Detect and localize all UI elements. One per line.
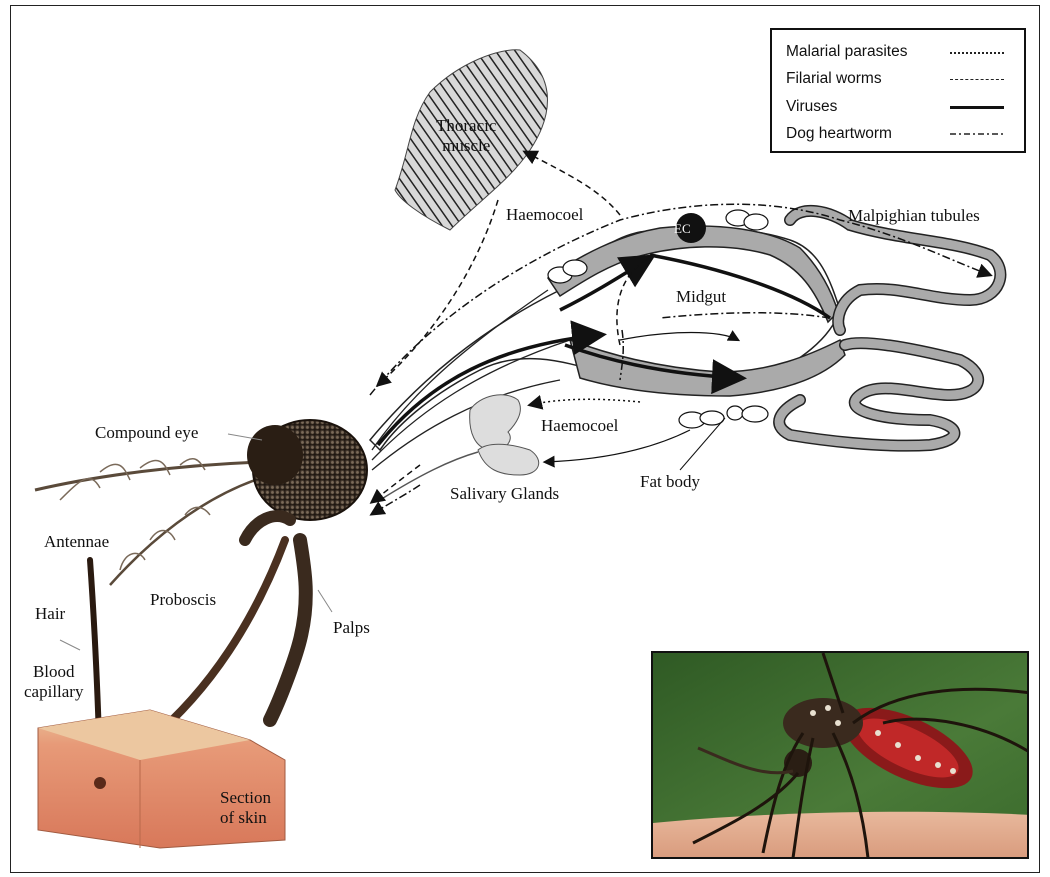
legend-item-filarial-label: Filarial worms — [786, 67, 882, 91]
section-of-skin-label: Section of skin — [220, 788, 271, 828]
legend-line-dotted — [950, 52, 1004, 54]
midgut-label: Midgut — [676, 287, 726, 307]
haemocoel-bottom-label: Haemocoel — [541, 416, 618, 436]
compound-eye-label: Compound eye — [95, 423, 198, 443]
hair-label: Hair — [35, 604, 65, 624]
haemocoel-top-label: Haemocoel — [506, 205, 583, 225]
salivary-glands-label: Salivary Glands — [450, 484, 559, 504]
proboscis-label: Proboscis — [150, 590, 216, 610]
legend-item-viruses-label: Viruses — [786, 95, 837, 119]
mosquito-photo — [651, 651, 1029, 859]
antennae-label: Antennae — [44, 532, 109, 552]
midgut-illustration — [370, 211, 1000, 470]
legend-line-solid — [950, 106, 1004, 109]
ec-label: EC — [674, 219, 691, 239]
fat-body-label: Fat body — [640, 472, 700, 492]
blood-capillary-opening — [94, 777, 106, 789]
legend-line-dashed — [950, 79, 1004, 80]
legend-line-dash-dot — [950, 131, 1004, 137]
thoracic-muscle-label: Thoracic muscle — [436, 116, 496, 156]
palps-label: Palps — [333, 618, 370, 638]
legend: Malarial parasites Filarial worms Viruse… — [770, 28, 1026, 153]
blood-capillary-label: Blood capillary — [24, 662, 83, 702]
malpighian-tubules-label: Malpighian tubules — [848, 206, 980, 226]
legend-item-heartworm-label: Dog heartworm — [786, 122, 892, 146]
legend-item-malarial-label: Malarial parasites — [786, 40, 907, 64]
